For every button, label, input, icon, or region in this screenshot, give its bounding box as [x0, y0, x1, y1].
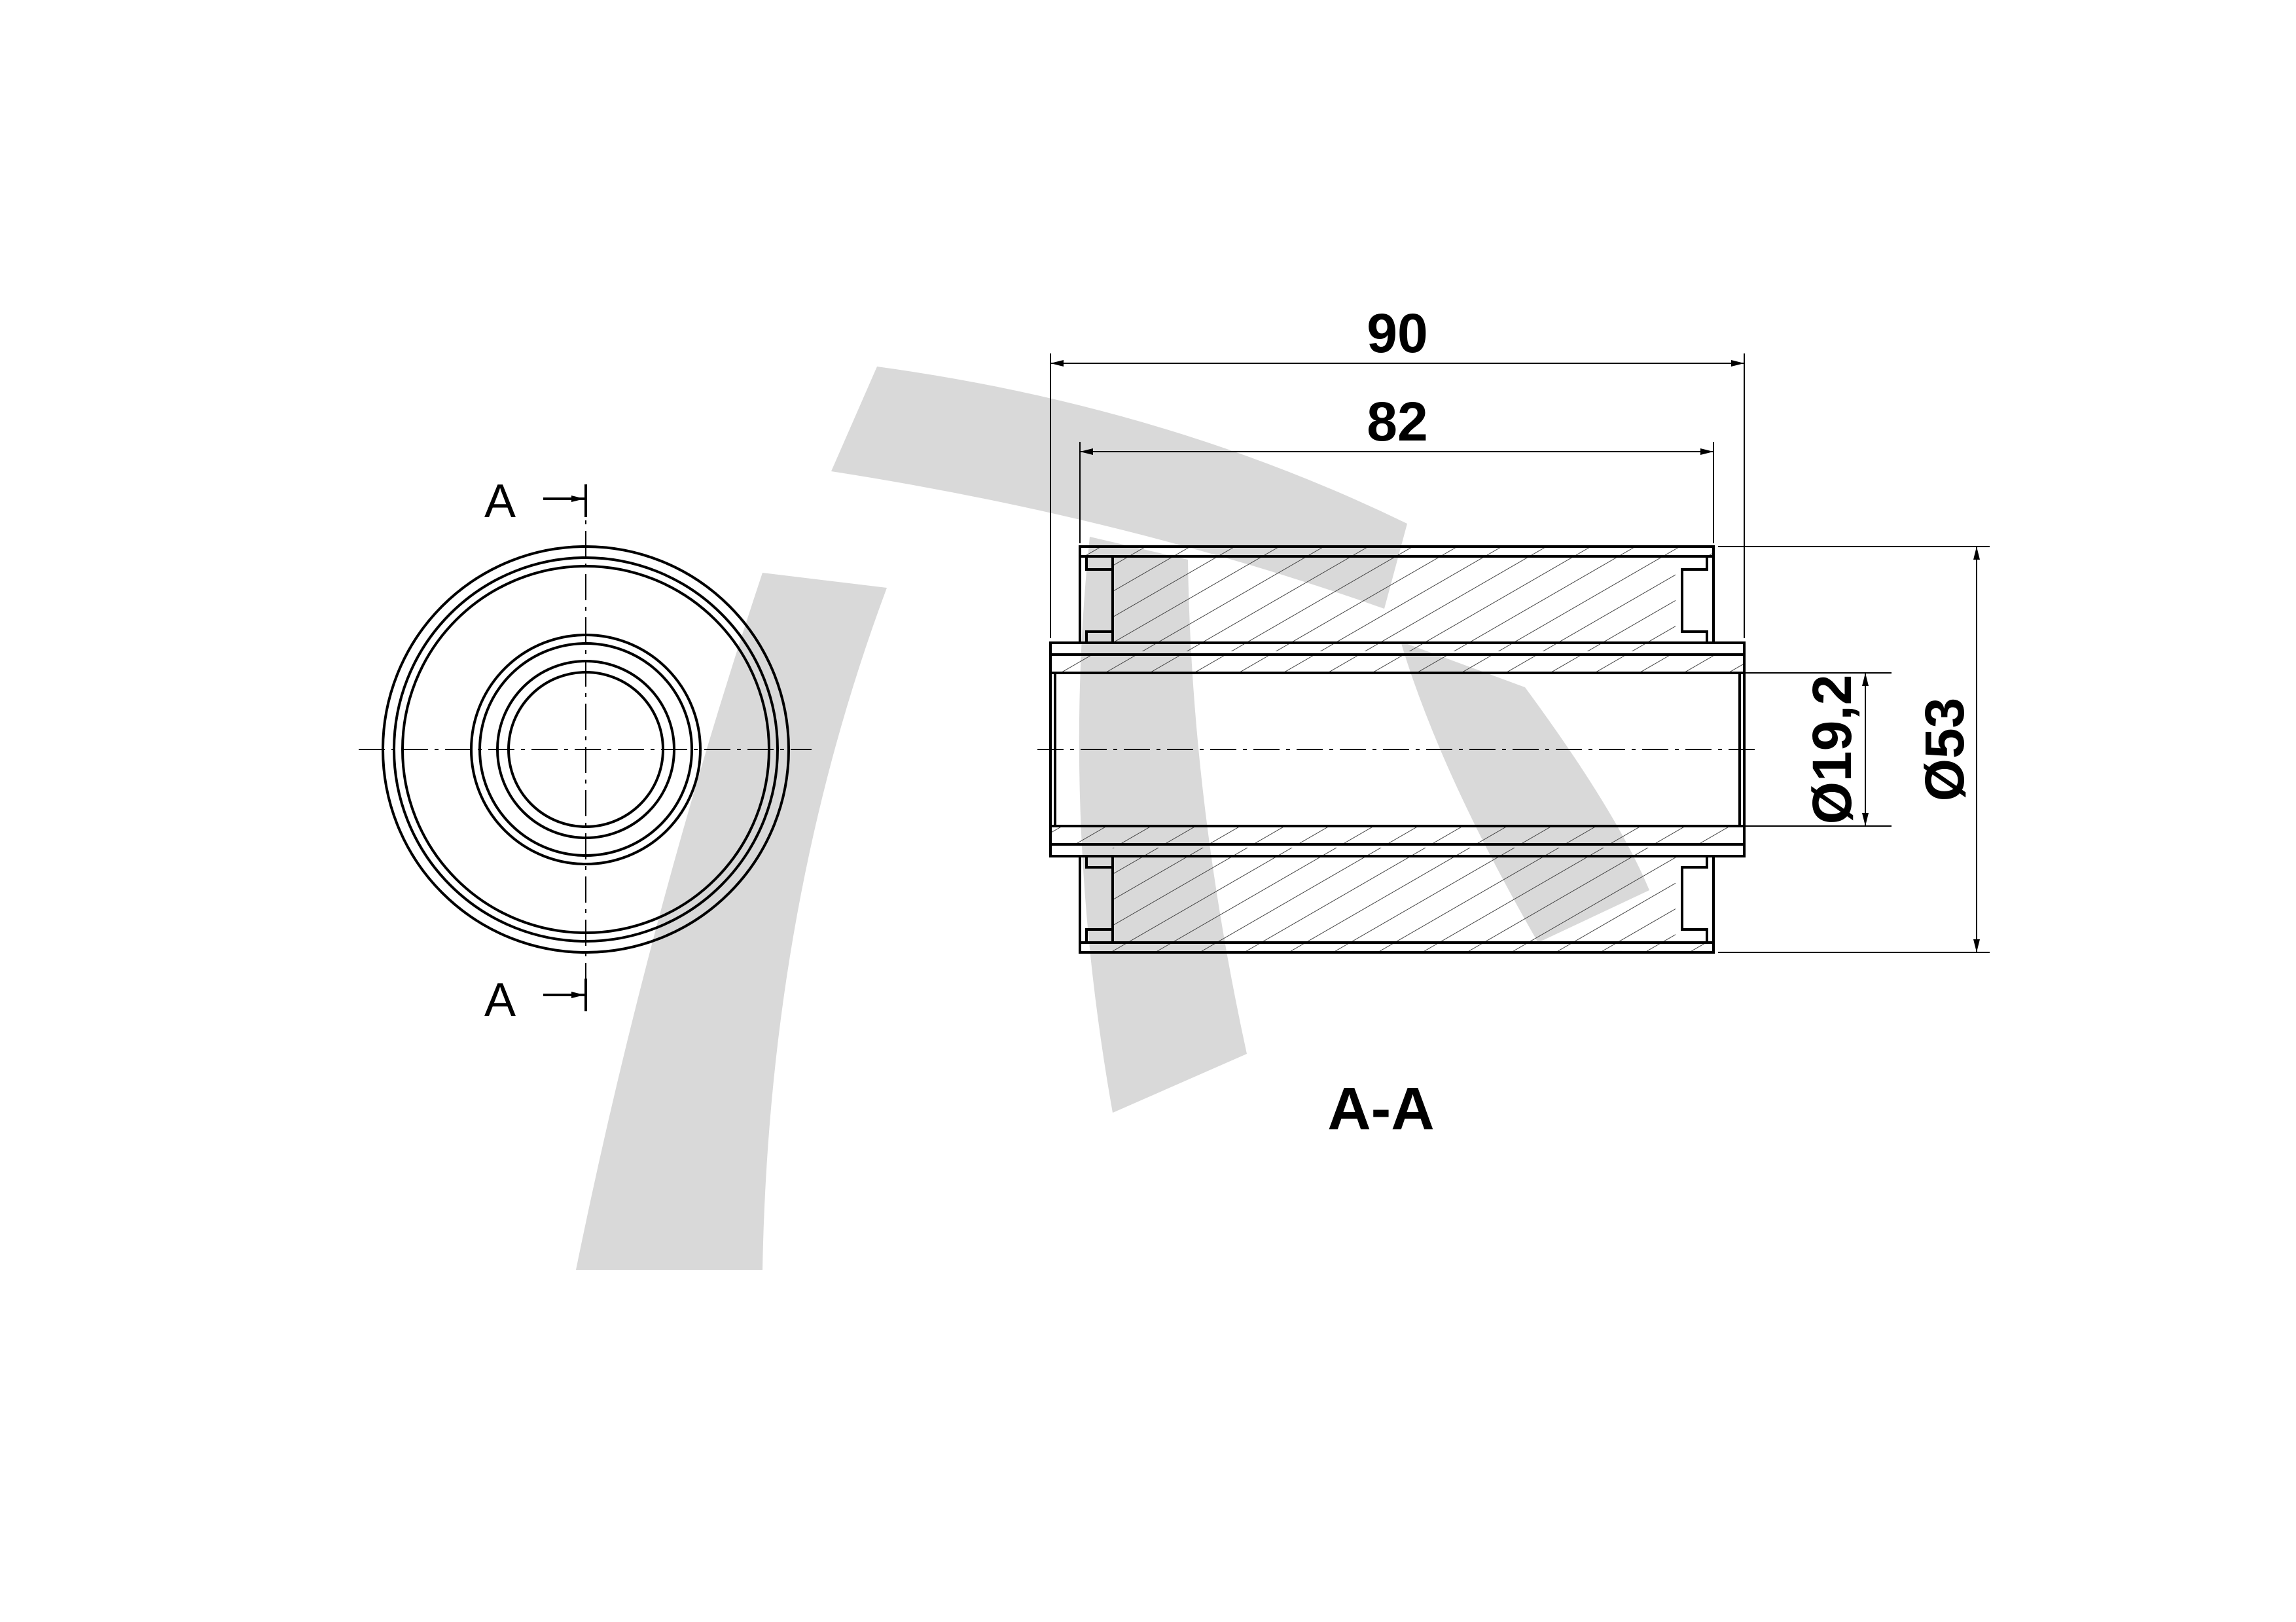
rubber-lower	[1113, 848, 1676, 943]
sleeve-upper-hatch	[1050, 655, 1744, 674]
shell-upper-hatch	[1080, 548, 1713, 556]
front-view-centerlines	[359, 488, 812, 1011]
section-label: A-A	[1327, 1075, 1435, 1142]
rubber-upper	[1113, 556, 1676, 651]
dimension-lines	[1050, 353, 1990, 953]
outer-shell-lower	[1079, 941, 1715, 954]
shell-lower-hatch	[1080, 943, 1713, 951]
inner-length-dimension: 82	[1367, 391, 1427, 452]
cut-marker-top-label: A	[484, 475, 516, 528]
rubber-upper-right-recess	[1681, 556, 1715, 644]
cut-marker-bottom-label: A	[484, 974, 516, 1026]
rubber-upper-left-recess	[1079, 556, 1114, 644]
outer-shell-upper	[1079, 545, 1715, 558]
section-cut-markers	[543, 484, 587, 1011]
rubber-lower-left-recess	[1079, 855, 1114, 943]
outer-diameter-dimension: Ø53	[1914, 698, 1975, 802]
watermark-logo	[576, 367, 1649, 1270]
bore-diameter-dimension: Ø19,2	[1801, 675, 1863, 825]
sleeve-lower-hatch	[1050, 825, 1744, 844]
section-view	[1037, 545, 1761, 954]
overall-length-dimension: 90	[1367, 302, 1427, 364]
rubber-lower-right-recess	[1681, 855, 1715, 943]
